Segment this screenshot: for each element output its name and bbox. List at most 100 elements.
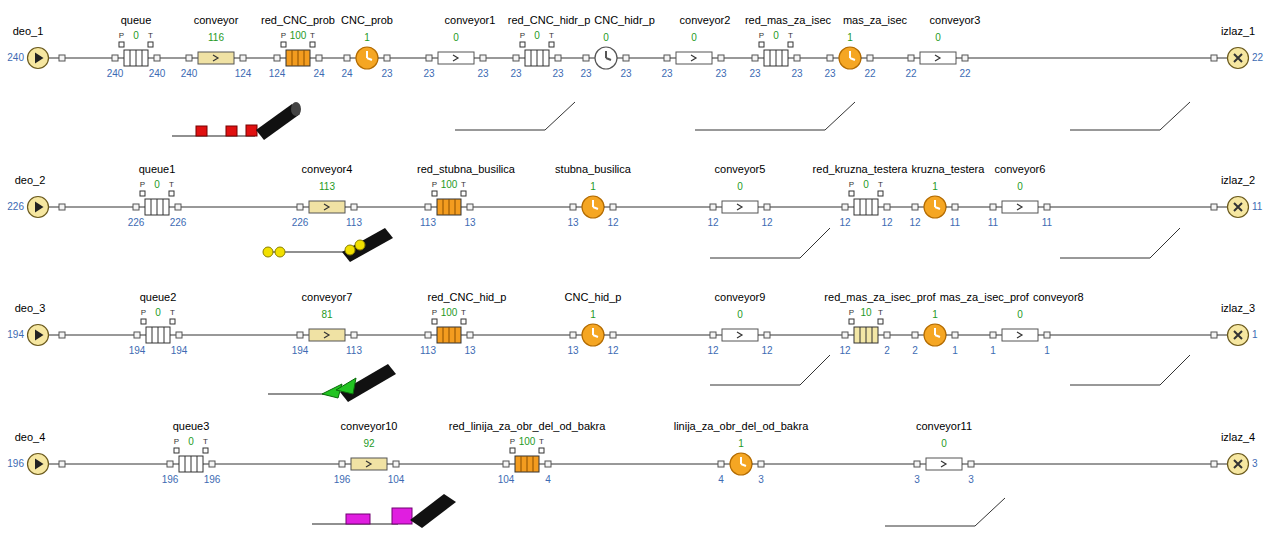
- port-wire: [303, 335, 309, 336]
- in-count: 22: [905, 69, 916, 79]
- delay-icon: [912, 323, 958, 347]
- block-name: conveyor4: [302, 164, 353, 175]
- block-name: conveyor6: [995, 164, 1046, 175]
- block-name: stubna_busilica: [555, 164, 631, 175]
- port-square: [510, 448, 515, 453]
- conveyor-icon: [297, 323, 357, 347]
- port-letter: P: [281, 32, 286, 40]
- conveyor-block: conveyor11033: [914, 452, 974, 476]
- conveyor-paths: [455, 102, 1190, 526]
- queue-bar: [130, 50, 131, 66]
- delay-block: linija_za_obr_del_od_bakra143: [718, 452, 764, 476]
- statistic-number: 1: [364, 33, 370, 43]
- conveyor-symbol: [676, 52, 712, 64]
- flow-connector: [182, 335, 297, 336]
- queue-symbol: [515, 456, 539, 472]
- in-count: 12: [909, 218, 920, 228]
- flow-connector: [399, 464, 503, 465]
- out-count: 196: [204, 475, 221, 485]
- chevron-symbol: [737, 332, 742, 338]
- queue-bar: [537, 50, 538, 66]
- block-name: kruzna_testera: [912, 164, 985, 175]
- port-wire: [576, 207, 582, 208]
- cross-symbol: [1234, 460, 1242, 468]
- queue-block: red_kruzna_testeraPT01212: [842, 195, 890, 219]
- sink-symbol: [1228, 454, 1249, 475]
- queue-bar: [197, 456, 198, 472]
- queue-symbol: [437, 327, 461, 343]
- port-wire: [280, 58, 286, 59]
- clock-hands: [935, 200, 940, 209]
- port-square: [718, 461, 724, 467]
- in-count: 12: [707, 346, 718, 356]
- flow-connector: [764, 464, 914, 465]
- conveyor-icon: [297, 195, 357, 219]
- port-square: [461, 191, 466, 196]
- queue-bar: [543, 50, 544, 66]
- port-square: [141, 319, 146, 324]
- port-square: [59, 55, 65, 61]
- port-wire: [716, 335, 722, 336]
- port-wire: [461, 335, 467, 336]
- conveyor-block: conveyor102323: [426, 46, 486, 70]
- conveyor-block: conveyor501212: [710, 195, 770, 219]
- block-name: izlaz_1: [1221, 26, 1255, 37]
- port-square: [174, 448, 179, 453]
- flow-connector: [181, 207, 297, 208]
- flow-connector: [770, 335, 842, 336]
- in-count: 104: [498, 475, 515, 485]
- port-square: [426, 55, 432, 61]
- sink-block: izlaz_43: [1211, 452, 1249, 476]
- flow-connector: [890, 335, 912, 336]
- sink-symbol: [1228, 48, 1249, 69]
- flow-connector: [616, 335, 710, 336]
- port-letter: T: [878, 181, 883, 189]
- statistic-number: 0: [453, 33, 459, 43]
- port-wire: [203, 464, 209, 465]
- out-count: 23: [791, 69, 802, 79]
- play-symbol: [35, 459, 44, 470]
- conveyor-block: conveyor202323: [664, 46, 724, 70]
- delay-symbol: [582, 196, 604, 218]
- out-count: 22: [864, 69, 875, 79]
- port-square: [752, 55, 758, 61]
- block-name: conveyor8: [1033, 292, 1084, 303]
- out-count: 13: [464, 346, 475, 356]
- port-wire: [431, 335, 437, 336]
- part-square: [346, 514, 370, 524]
- queue-bar: [136, 50, 137, 66]
- out-count: 23: [620, 69, 631, 79]
- port-square: [849, 319, 854, 324]
- part-animation: [312, 494, 456, 528]
- in-count: 12: [839, 346, 850, 356]
- flow-connector: [65, 207, 133, 208]
- out-count: 113: [346, 218, 362, 228]
- source-symbol: [28, 197, 49, 218]
- port-wire: [49, 207, 59, 208]
- conveyor-path: [710, 355, 830, 385]
- statistic-number: 0: [737, 310, 743, 320]
- statistic-number: 1: [590, 182, 596, 192]
- port-wire: [387, 464, 393, 465]
- port-wire: [996, 335, 1002, 336]
- port-wire: [918, 335, 924, 336]
- statistic-number: 0: [935, 33, 941, 43]
- port-wire: [345, 464, 351, 465]
- port-square: [432, 191, 437, 196]
- conveyor-symbol: [926, 458, 962, 470]
- port-wire: [589, 58, 595, 59]
- queue-bar: [164, 327, 165, 343]
- port-wire: [234, 58, 240, 59]
- queue-bar: [163, 199, 164, 215]
- port-wire: [758, 335, 764, 336]
- statistic-number: 92: [363, 439, 374, 449]
- port-square: [623, 55, 629, 61]
- flow-connector: [890, 207, 912, 208]
- source-icon: [27, 323, 65, 347]
- port-square: [952, 204, 958, 210]
- block-name: red_mas_za_isec: [745, 15, 831, 26]
- queue-bar: [860, 199, 861, 215]
- delay-icon: [570, 323, 616, 347]
- in-count: 23: [661, 69, 672, 79]
